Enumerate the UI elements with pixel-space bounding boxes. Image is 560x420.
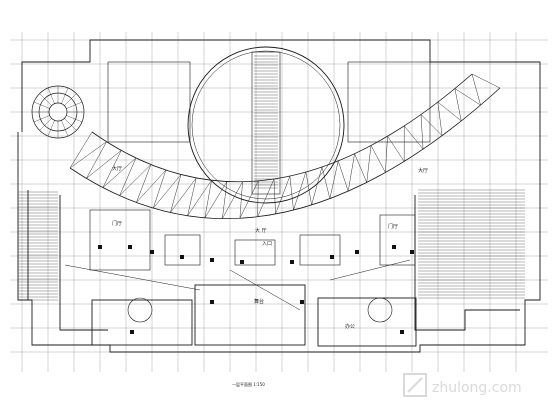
hatched-wing-left <box>18 191 58 301</box>
label-entrance: 入口 <box>262 241 272 247</box>
column-mark <box>240 260 244 264</box>
watermark-logo: zhulong.com <box>403 373 522 397</box>
stair-circles <box>127 297 393 323</box>
label-center: 大 厅 <box>255 227 267 234</box>
column-mark <box>392 245 396 249</box>
circular-atrium <box>187 46 345 204</box>
column-mark <box>400 330 404 334</box>
label-stage: 舞台 <box>254 298 264 305</box>
column-mark <box>210 258 214 262</box>
label-lobby-left: 门厅 <box>112 220 122 227</box>
label-hall-right: 大厅 <box>418 167 428 174</box>
column-mark <box>290 260 294 264</box>
column-mark <box>330 255 334 259</box>
building-outline <box>17 39 541 353</box>
hatched-wing-right <box>418 189 525 299</box>
column-mark <box>210 300 214 304</box>
plan-title: 一层平面图 1:150 <box>232 381 265 387</box>
diagonal-lines <box>64 259 411 311</box>
column-mark <box>180 255 184 259</box>
label-lobby-right: 门厅 <box>388 223 398 230</box>
central-stair <box>254 55 278 189</box>
column-mark <box>128 245 132 249</box>
column-mark <box>150 250 154 254</box>
solid-columns <box>98 245 414 334</box>
column-mark <box>355 250 359 254</box>
plan-text: 大厅 大厅 大 厅 门厅 门厅 舞台 办公 入口 一层平面图 1:150 <box>112 165 428 387</box>
label-hall-left: 大厅 <box>112 165 122 172</box>
column-mark <box>130 330 134 334</box>
column-mark <box>300 300 304 304</box>
roof-ribs <box>69 73 501 219</box>
label-office: 办公 <box>345 323 355 330</box>
rotunda-top-left <box>31 85 85 139</box>
curved-roof-band <box>69 73 501 220</box>
watermark-text: zhulong.com <box>432 380 522 396</box>
room-blocks <box>89 61 431 271</box>
column-mark <box>410 250 414 254</box>
column-mark <box>98 245 102 249</box>
